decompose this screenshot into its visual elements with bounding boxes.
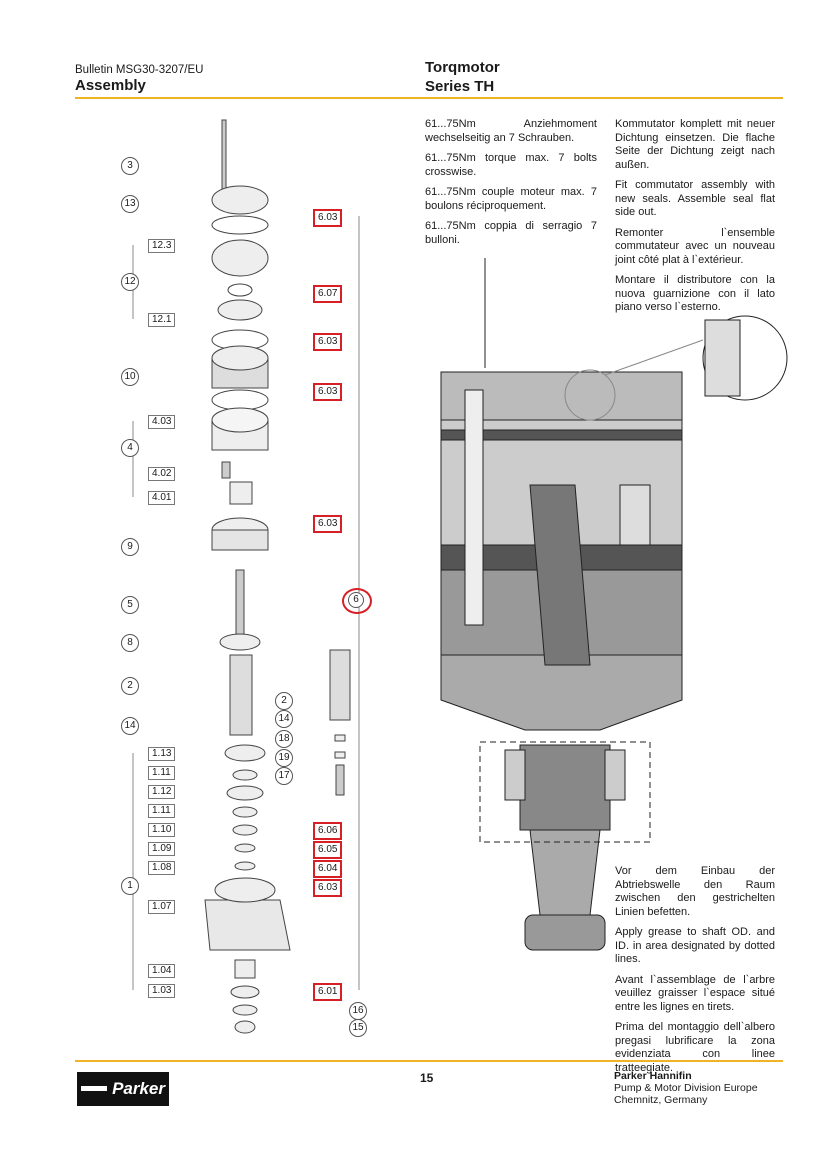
exploded-parts bbox=[204, 119, 351, 1034]
part-number-callout: 8 bbox=[121, 634, 139, 652]
grease-de: Vor dem Einbau der Abtriebswelle den Rau… bbox=[615, 865, 775, 918]
subpart-label: 1.08 bbox=[148, 861, 176, 875]
grease-instructions: Vor dem Einbau der Abtriebswelle den Rau… bbox=[615, 865, 775, 1082]
bulletin-number: Bulletin MSG30-3207/EU bbox=[75, 64, 204, 76]
part-number-callout: 13 bbox=[121, 195, 139, 213]
subpart-label: 1.09 bbox=[148, 842, 176, 856]
seal-kit-label: 6.03 bbox=[313, 879, 343, 897]
seal-kit-label: 6.05 bbox=[313, 841, 343, 859]
part-number-callout: 2 bbox=[121, 677, 139, 695]
seal-kit-label: 6.07 bbox=[313, 285, 343, 303]
logo-text: Parker bbox=[112, 1079, 165, 1098]
part-number-callout: 9 bbox=[121, 538, 139, 556]
part-number-callout: 2 bbox=[275, 692, 293, 710]
subpart-label: 12.1 bbox=[148, 313, 176, 327]
part-number-callout: 5 bbox=[121, 596, 139, 614]
part-number-callout: 19 bbox=[275, 749, 293, 767]
subpart-label: 1.03 bbox=[148, 984, 176, 998]
part-number-callout: 14 bbox=[121, 717, 139, 735]
part-number-callout: 4 bbox=[121, 439, 139, 457]
subpart-label: 4.02 bbox=[148, 467, 176, 481]
torque-fr: 61...75Nm couple moteur max. 7 boulons r… bbox=[425, 186, 597, 212]
header-rule bbox=[75, 97, 783, 99]
torque-de: 61...75Nm Anziehmoment wechselseitig an … bbox=[425, 118, 597, 144]
commutator-de: Kommutator komplett mit neuer Dichtung e… bbox=[615, 118, 775, 171]
torque-instructions: 61...75Nm Anziehmoment wechselseitig an … bbox=[425, 118, 597, 254]
seal-kit-label: 6.04 bbox=[313, 860, 343, 878]
footer-rule bbox=[75, 1060, 783, 1062]
commutator-fr: Remonter l`ensemble commutateur avec un … bbox=[615, 226, 775, 266]
subpart-label: 1.04 bbox=[148, 964, 176, 978]
part-number-callout: 12 bbox=[121, 273, 139, 291]
seal-kit-number: 6 bbox=[348, 592, 364, 608]
part-number-callout: 14 bbox=[275, 710, 293, 728]
seal-kit-label: 6.03 bbox=[313, 515, 343, 533]
commutator-instructions: Kommutator komplett mit neuer Dichtung e… bbox=[615, 118, 775, 322]
part-number-callout: 18 bbox=[275, 730, 293, 748]
section-title: Assembly bbox=[75, 77, 146, 94]
company-name: Parker Hannifin bbox=[614, 1070, 692, 1082]
part-number-callout: 1 bbox=[121, 877, 139, 895]
seal-kit-label: 6.03 bbox=[313, 209, 343, 227]
seal-kit-label: 6.01 bbox=[313, 983, 343, 1001]
parker-logo: Parker bbox=[77, 1072, 169, 1106]
subpart-label: 4.01 bbox=[148, 491, 176, 505]
grease-en: Apply grease to shaft OD. and ID. in are… bbox=[615, 926, 775, 965]
subpart-label: 12.3 bbox=[148, 239, 176, 253]
subpart-label: 4.03 bbox=[148, 415, 176, 429]
cross-section bbox=[440, 258, 788, 951]
seal-kit-label: 6.06 bbox=[313, 822, 343, 840]
part-number-callout: 10 bbox=[121, 368, 139, 386]
seal-kit-callout: 6 bbox=[342, 588, 372, 614]
subpart-label: 1.13 bbox=[148, 747, 176, 761]
part-number-callout: 16 bbox=[349, 1002, 367, 1020]
subpart-label: 1.12 bbox=[148, 785, 176, 799]
page-number: 15 bbox=[420, 1071, 434, 1085]
seal-kit-label: 6.03 bbox=[313, 383, 343, 401]
subpart-label: 1.07 bbox=[148, 900, 176, 914]
product-name: Torqmotor bbox=[425, 59, 500, 76]
torque-en: 61...75Nm torque max. 7 bolts crosswise. bbox=[425, 152, 597, 178]
part-number-callout: 15 bbox=[349, 1019, 367, 1037]
seal-kit-label: 6.03 bbox=[313, 333, 343, 351]
grease-it: Prima del montaggio dell`albero pregasi … bbox=[615, 1021, 775, 1074]
commutator-en: Fit commutator assembly with new seals. … bbox=[615, 179, 775, 218]
grease-fr: Avant l`assemblage de l`arbre veuillez g… bbox=[615, 973, 775, 1013]
subpart-label: 1.10 bbox=[148, 823, 176, 837]
subpart-label: 1.11 bbox=[148, 766, 175, 780]
commutator-it: Montare il distributore con la nuova gua… bbox=[615, 274, 775, 313]
torque-it: 61...75Nm coppia di serragio 7 bulloni. bbox=[425, 220, 597, 246]
series-name: Series TH bbox=[425, 78, 495, 95]
part-number-callout: 17 bbox=[275, 767, 293, 785]
part-number-callout: 3 bbox=[121, 157, 139, 175]
subpart-label: 1.11 bbox=[148, 804, 175, 818]
division-name: Pump & Motor Division Europe bbox=[614, 1082, 758, 1094]
location: Chemnitz, Germany bbox=[614, 1094, 708, 1106]
